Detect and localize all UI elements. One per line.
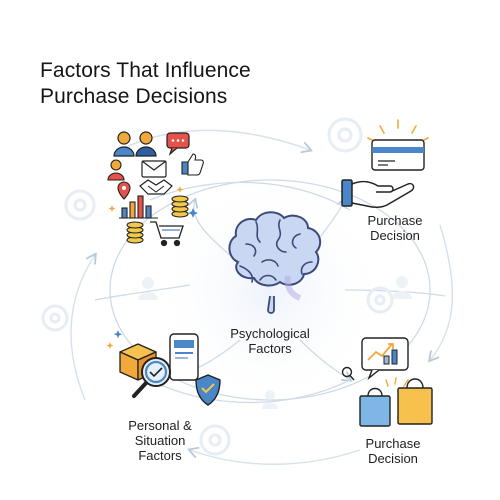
envelope-icon xyxy=(141,160,167,178)
diagram-title: Factors That Influence Purchase Decision… xyxy=(40,58,251,110)
smartphone-icon xyxy=(169,333,199,381)
title-line-1: Factors That Influence xyxy=(40,59,251,82)
title-line-2: Purchase Decisions xyxy=(40,85,228,108)
magnifier-icon xyxy=(132,357,171,398)
label-bottom-left: Personal & Situation Factors xyxy=(128,418,192,463)
search-package-shield-icon xyxy=(106,330,221,406)
sparkle-icon xyxy=(106,330,123,349)
label-bottom-right: Purchase Decision xyxy=(365,436,421,466)
brain-icon xyxy=(228,211,322,314)
people-icon xyxy=(113,131,157,157)
label-top-right: Purchase Decision xyxy=(367,213,423,243)
label-center: Psycholoɡical Factors xyxy=(230,326,310,356)
handshake-icon xyxy=(139,179,173,195)
shopping-cart-icon xyxy=(150,221,184,247)
open-hand-icon xyxy=(341,179,415,209)
user-icon xyxy=(107,159,125,181)
thumbs-up-icon xyxy=(181,153,204,176)
social-commerce-collage-icon xyxy=(107,131,204,247)
background-people-icons xyxy=(138,276,412,409)
highlight-rays-icon xyxy=(367,119,429,142)
location-pin-icon xyxy=(117,181,131,200)
background-gear-icons xyxy=(41,117,394,456)
credit-card-hand-icon xyxy=(341,119,429,209)
sparkle-icon xyxy=(385,377,409,387)
chat-bubble-icon xyxy=(166,132,190,156)
shopping-bag-blue-icon xyxy=(359,387,391,427)
bar-chart-icon xyxy=(119,195,158,219)
coin-stack-icon xyxy=(126,195,189,244)
sparkle-icon xyxy=(108,186,198,218)
shopping-bags-chart-icon xyxy=(341,337,433,427)
shield-check-icon xyxy=(195,374,221,406)
chart-speech-bubble-icon xyxy=(361,337,409,381)
search-small-icon xyxy=(341,366,355,381)
shopping-bag-yellow-icon xyxy=(397,378,433,425)
credit-card-icon xyxy=(371,139,425,171)
